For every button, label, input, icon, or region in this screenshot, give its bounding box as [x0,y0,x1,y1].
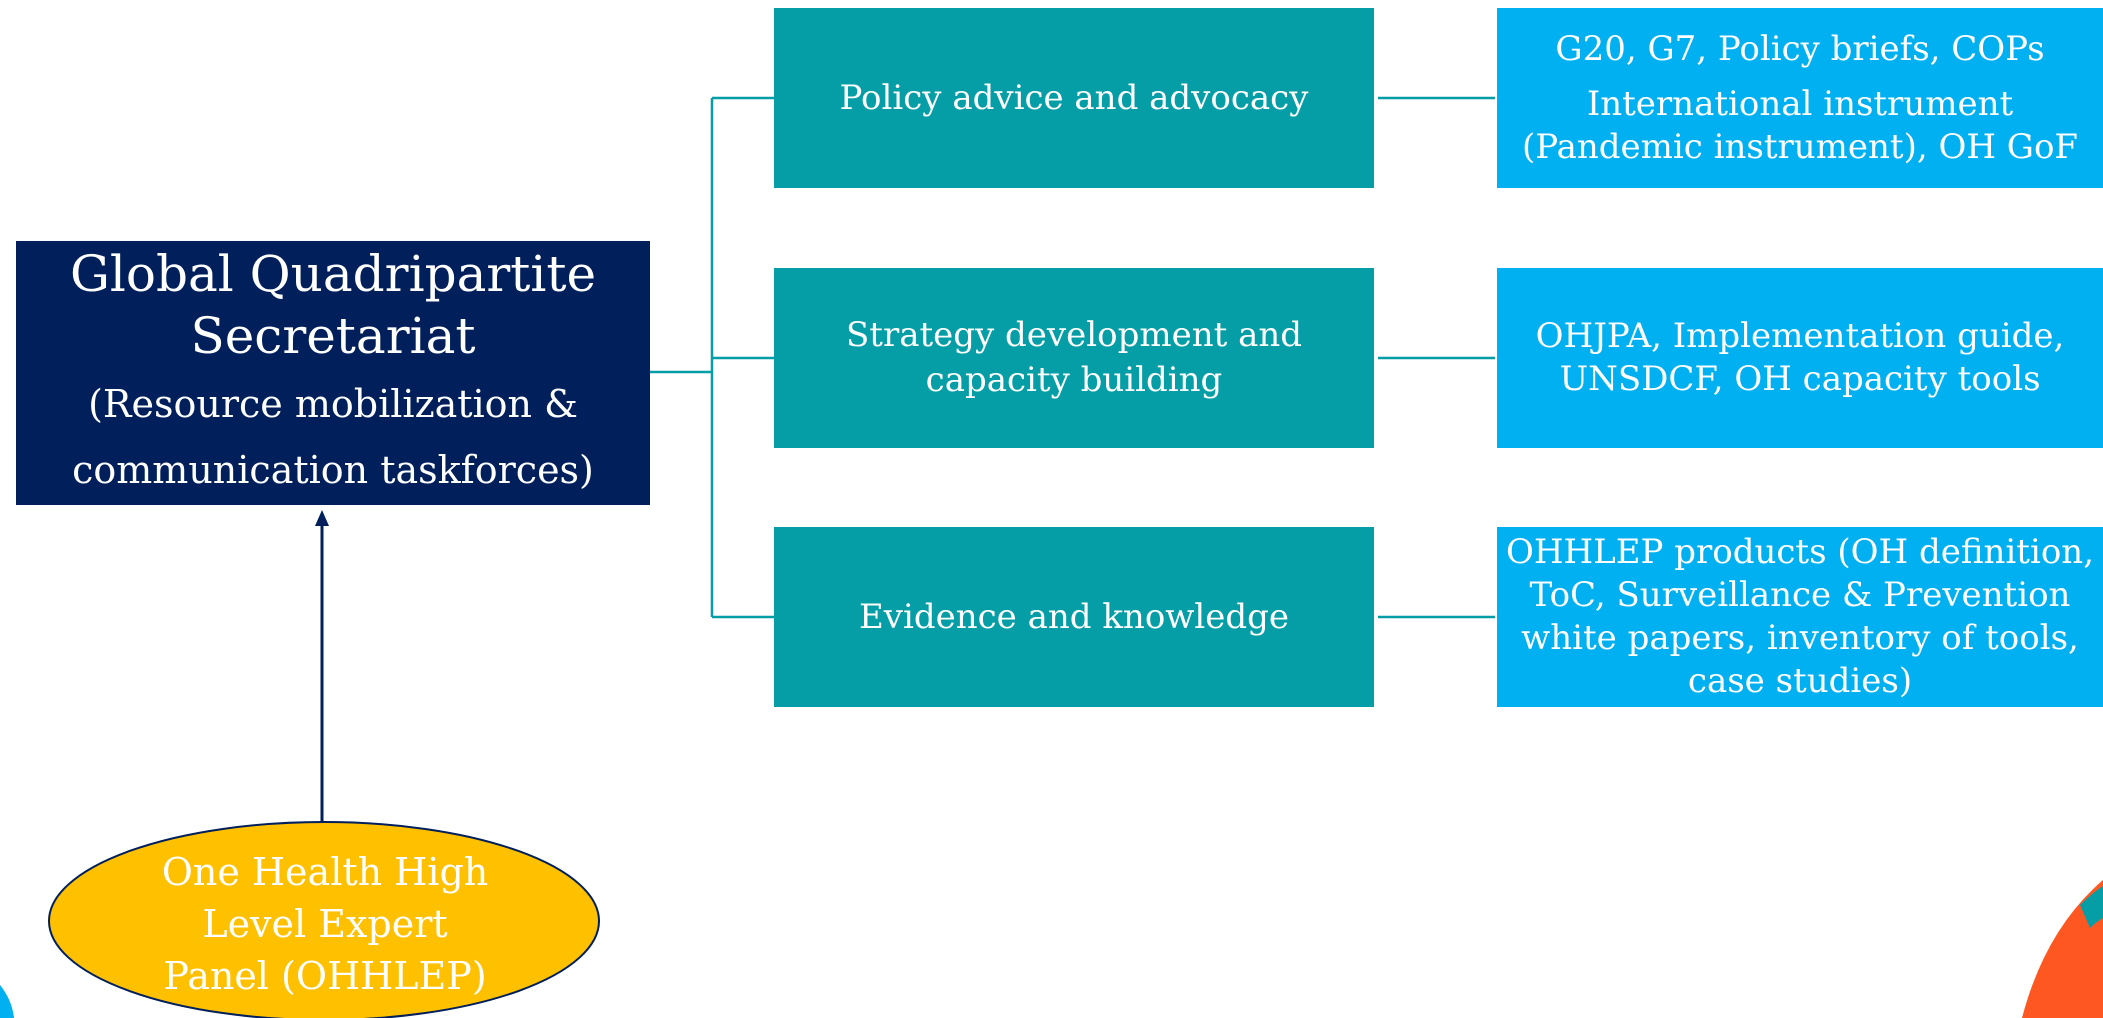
secretariat-box: Global Quadripartite Secretariat (Resour… [16,241,650,505]
ohhlep-label-line-1: One Health High [161,850,489,894]
ohhlep-label: One Health High Level Expert Panel (OHHL… [130,846,520,1002]
corner-arc-right-orange-decoration [2022,880,2103,1018]
secretariat-subtitle-line-2: communication taskforces) [72,448,594,492]
outputs-policy-line-2: International instrument (Pandemic instr… [1521,83,2079,167]
secretariat-title: Global Quadripartite Secretariat [69,245,597,365]
corner-arc-right-teal-decoration [2080,886,2103,928]
ohhlep-label-line-3: Panel (OHHLEP) [163,954,487,998]
outputs-strategy-text: OHJPA, Implementation guide, UNSDCF, OH … [1535,316,2065,399]
ohhlep-label-line-2: Level Expert [202,902,448,946]
outputs-evidence-text: OHHLEP products (OH definition, ToC, Sur… [1505,532,2094,701]
corner-arc-left-decoration [0,985,14,1018]
outputs-box-policy: G20, G7, Policy briefs, COPs Internation… [1497,8,2103,188]
panel-arrowhead [315,510,329,526]
outputs-box-strategy: OHJPA, Implementation guide, UNSDCF, OH … [1497,268,2103,448]
secretariat-subtitle-line-1: (Resource mobilization & [88,382,578,426]
ohhlep-ellipse [48,821,600,1018]
stream-box-evidence: Evidence and knowledge [774,527,1374,707]
outputs-policy-line-1: G20, G7, Policy briefs, COPs [1555,28,2045,69]
stream-label-strategy: Strategy development and capacity buildi… [845,315,1303,400]
stream-label-evidence: Evidence and knowledge [858,596,1290,637]
secretariat-subtitle: (Resource mobilization & communication t… [72,371,594,503]
stream-box-strategy: Strategy development and capacity buildi… [774,268,1374,448]
outputs-box-evidence: OHHLEP products (OH definition, ToC, Sur… [1497,527,2103,707]
stream-label-policy: Policy advice and advocacy [839,77,1309,118]
stream-box-policy: Policy advice and advocacy [774,8,1374,188]
